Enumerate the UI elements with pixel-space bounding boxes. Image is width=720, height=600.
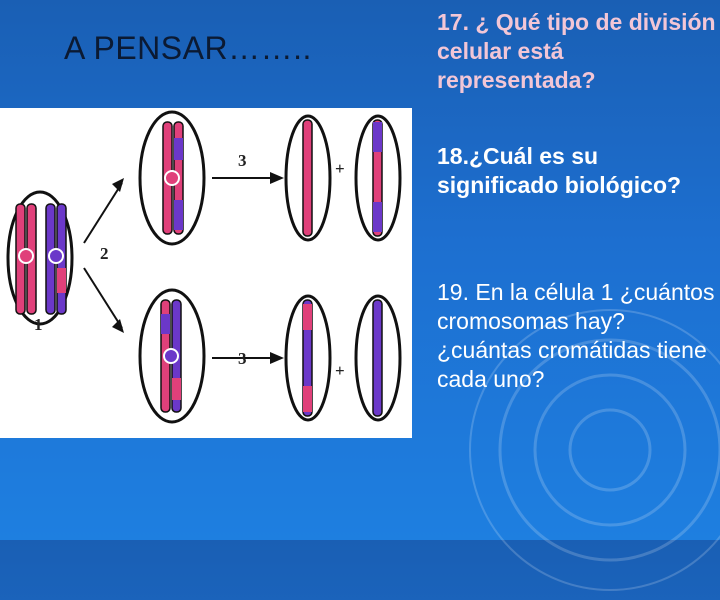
arrowhead (112, 178, 124, 192)
arrow-line (83, 267, 123, 329)
chromatid-segment (373, 122, 382, 152)
arrowhead (112, 319, 124, 333)
chromatid-segment (174, 138, 183, 160)
chromatid-segment (172, 378, 181, 400)
arrowhead (270, 352, 284, 364)
chromatid-segment (303, 386, 312, 412)
chromatid-segment (373, 202, 382, 232)
label-step-3-top: 3 (238, 151, 247, 170)
centromere (48, 248, 64, 264)
meiosis-diagram-svg: 1 2 3 3 + (6, 110, 402, 424)
centromere (164, 170, 180, 186)
plus-sign-top: + (335, 159, 345, 178)
arrowhead (270, 172, 284, 184)
centromere (18, 248, 34, 264)
centromere (163, 348, 179, 364)
question-17: 17. ¿ Qué tipo de división celular está … (437, 9, 716, 93)
label-cell-1: 1 (34, 315, 43, 334)
slide-title: A PENSAR…….. (64, 30, 312, 66)
chromatid (302, 119, 313, 237)
chromatid-segment (161, 314, 170, 334)
meiosis-diagram: 1 2 3 3 + (0, 108, 412, 438)
chromatid-segment (303, 304, 312, 330)
chromatid-segment (174, 200, 183, 230)
question-18: 18.¿Cuál es su significado biológico? (437, 143, 682, 198)
label-step-3-bottom: 3 (238, 349, 247, 368)
question-19: 19. En la célula 1 ¿cuántos cromosomas h… (437, 279, 715, 392)
chromatid (372, 299, 383, 417)
arrow-line (83, 182, 123, 244)
label-step-2: 2 (100, 244, 109, 263)
plus-sign-bottom: + (335, 361, 345, 380)
chromatid-segment (57, 268, 66, 293)
